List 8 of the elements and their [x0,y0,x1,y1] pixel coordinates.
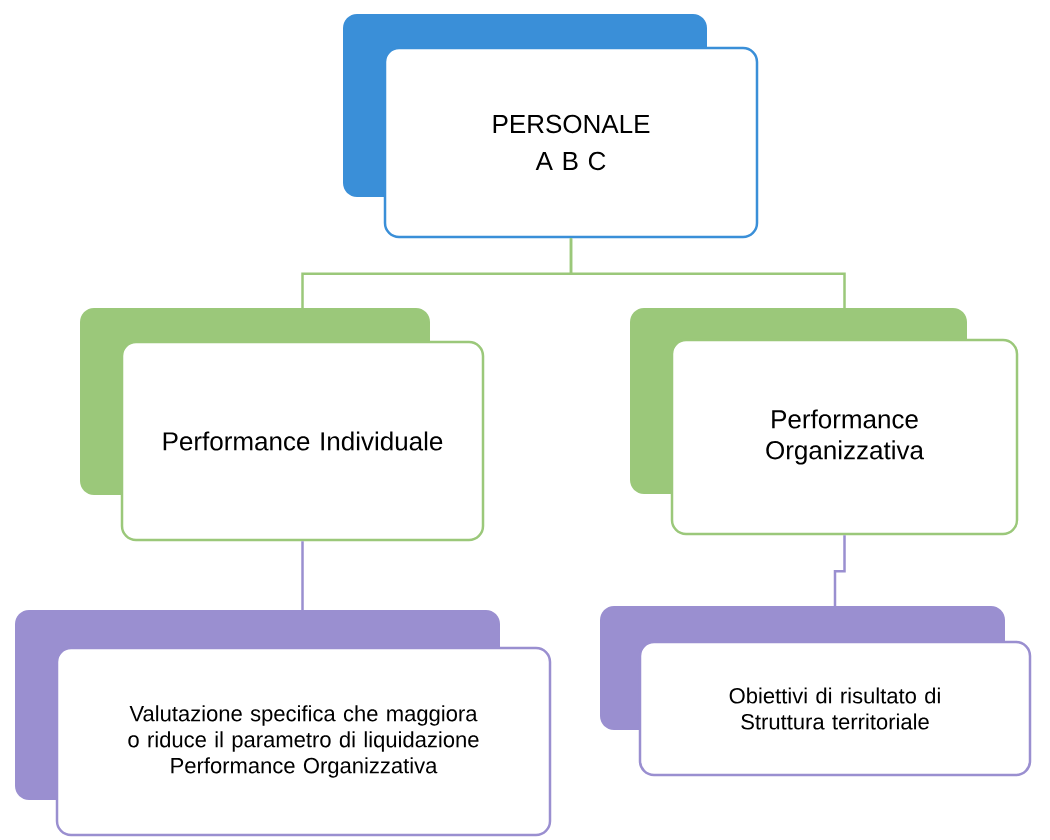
connector-line [301,541,304,610]
card-box: Performance Individuale [80,308,485,542]
connector-line [569,238,846,308]
card-box: Obiettivi di risultato di Struttura territoriale [600,606,1032,777]
card-box: PERSONALE A B C [343,14,759,239]
card-box: Performance Organizzativa [630,308,1019,536]
card-box: Valutazione specifica che maggiora o riduce il parametro di liquidazione Performance Organizzativa [15,610,552,837]
connector-line [833,535,846,606]
